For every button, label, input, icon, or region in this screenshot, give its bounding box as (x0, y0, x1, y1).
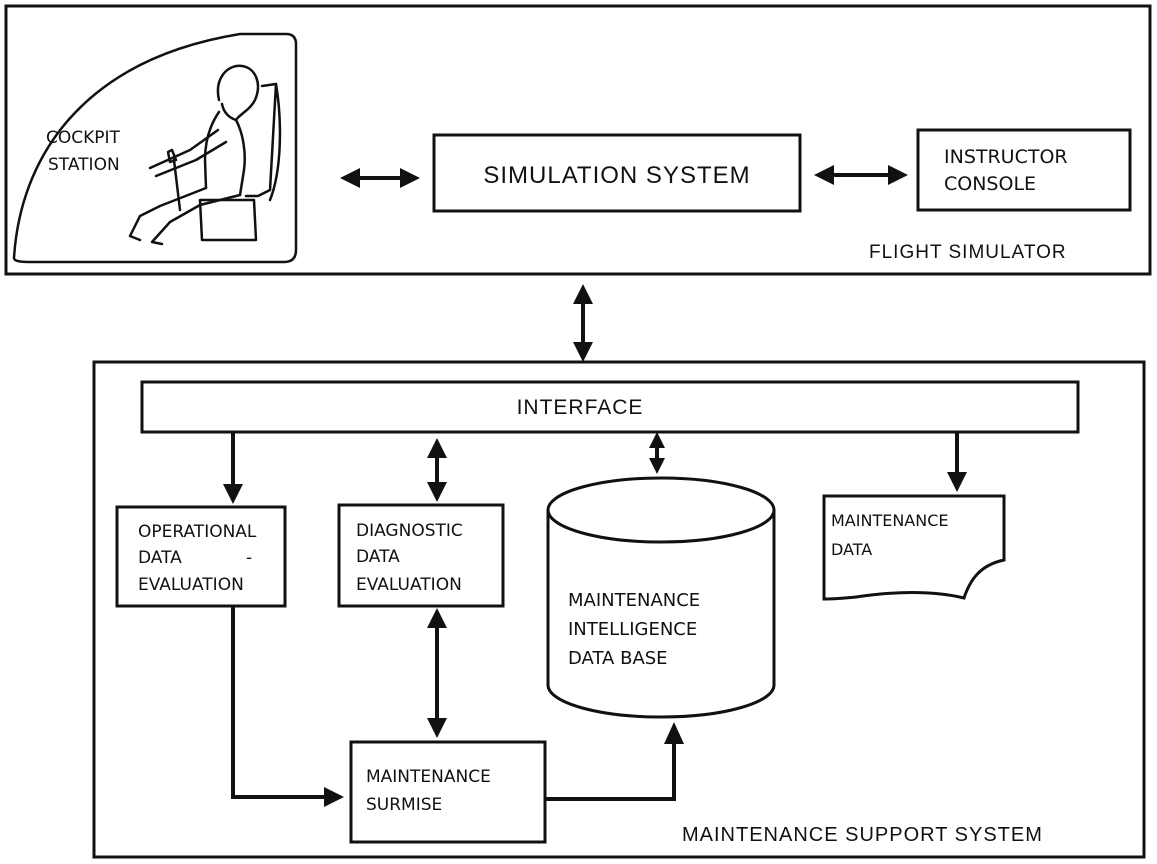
maintenance-data-label-line1: MAINTENANCE (831, 511, 948, 530)
arrow-interface-diagnostic (427, 438, 447, 502)
maintenance-data-document: MAINTENANCE DATA (822, 494, 1006, 601)
arrow-interface-database (649, 432, 665, 474)
operational-label-line1: OPERATIONAL (138, 522, 257, 542)
simulation-system-box: SIMULATION SYSTEM (432, 133, 802, 213)
arrow-diagnostic-surmise (427, 608, 447, 738)
database-label-line3: DATA BASE (568, 648, 668, 669)
interface-bar: INTERFACE (140, 380, 1080, 434)
cockpit-station-label-line1: COCKPIT (46, 128, 121, 148)
instructor-console-label-line2: CONSOLE (944, 173, 1036, 195)
arrow-interface-maintenance-data (947, 432, 967, 492)
arrow-simulator-maintenance (573, 284, 593, 362)
arrow-surmise-database (545, 722, 684, 801)
arrow-operational-surmise (231, 606, 344, 807)
surmise-label-line1: MAINTENANCE (366, 767, 491, 787)
database-icon (546, 510, 776, 719)
flight-simulator-title: FLIGHT SIMULATOR (869, 242, 1067, 263)
pilot-figure-icon (128, 64, 282, 246)
instructor-console-box: INSTRUCTOR CONSOLE (916, 128, 1132, 212)
instructor-console-label-line1: INSTRUCTOR (944, 146, 1068, 168)
cockpit-panel-outline (12, 32, 298, 264)
simulation-system-label: SIMULATION SYSTEM (483, 162, 750, 189)
diagnostic-label-line3: EVALUATION (356, 575, 462, 595)
cockpit-station-label-line2: STATION (48, 155, 120, 175)
maintenance-support-system-title: MAINTENANCE SUPPORT SYSTEM (682, 824, 1043, 846)
database-label-line1: MAINTENANCE (568, 590, 700, 611)
diagnostic-label-line1: DIAGNOSTIC (356, 521, 463, 541)
operational-data-evaluation-box: OPERATIONAL DATA - EVALUATION (115, 505, 287, 608)
maintenance-data-label-line2: DATA (831, 540, 872, 559)
surmise-label-line2: SURMISE (366, 795, 442, 815)
diagnostic-label-line2: DATA (356, 547, 400, 567)
interface-label: INTERFACE (517, 396, 644, 419)
maintenance-support-system-group: INTERFACE OPERATIONAL DATA (92, 360, 1146, 859)
maintenance-intelligence-database-cylinder: MAINTENANCE INTELLIGENCE DATA BASE (546, 476, 776, 719)
flight-simulator-group: COCKPIT STATION SIMULATION SYSTEM INSTRU… (4, 4, 1152, 276)
document-icon (822, 494, 1006, 601)
diagnostic-data-evaluation-box: DIAGNOSTIC DATA EVALUATION (337, 503, 505, 608)
database-label-line2: INTELLIGENCE (568, 619, 697, 640)
arrow-simulation-instructor (814, 165, 908, 185)
maintenance-surmise-box: MAINTENANCE SURMISE (349, 740, 547, 844)
operational-label-line2: DATA (138, 548, 182, 568)
arrow-interface-operational (223, 432, 243, 504)
operational-label-line3: EVALUATION (138, 575, 244, 595)
cockpit-station: COCKPIT STATION (12, 32, 298, 264)
arrow-cockpit-simulation (340, 168, 420, 188)
operational-label-dash: - (246, 548, 252, 568)
